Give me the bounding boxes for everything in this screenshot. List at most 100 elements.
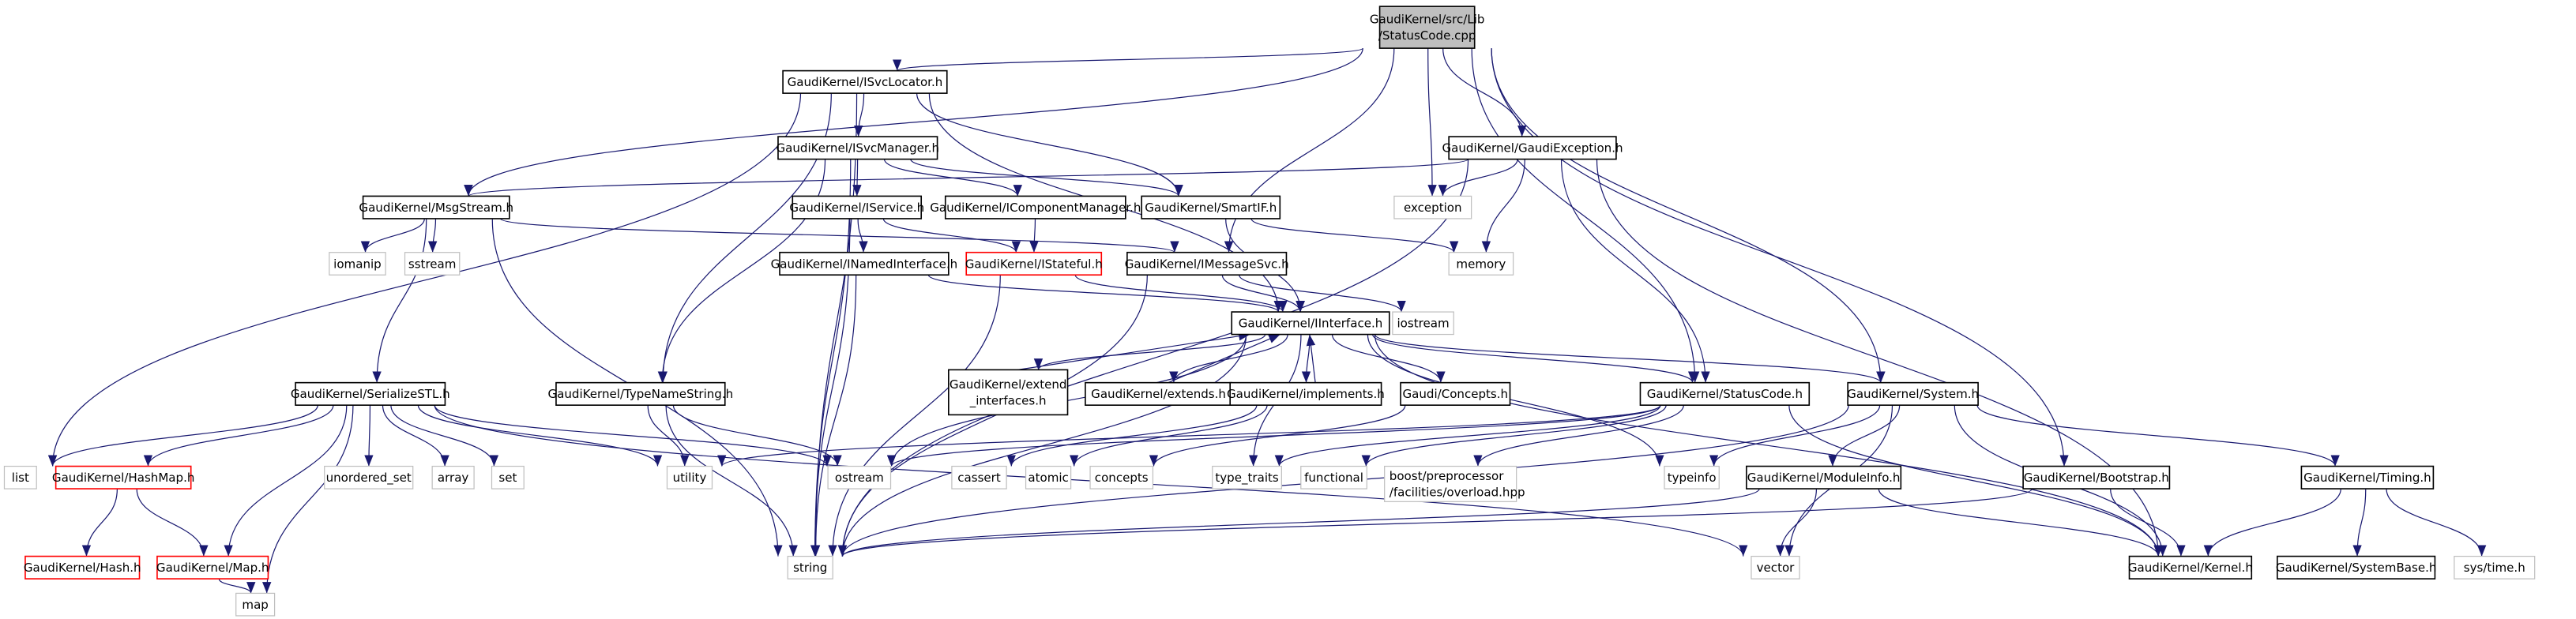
node-istateful[interactable]: GaudiKernel/IStateful.h xyxy=(965,251,1103,276)
edge-statuscode_h-to-utility xyxy=(717,404,1661,467)
node-typenamestring[interactable]: GaudiKernel/TypeNameString.h xyxy=(548,381,734,406)
node-string: string xyxy=(787,555,833,580)
node-box xyxy=(235,592,276,617)
node-box xyxy=(666,465,713,490)
node-iomanip: iomanip xyxy=(329,252,386,276)
edge-hashmap-to-map_h xyxy=(136,489,209,557)
node-box xyxy=(1141,195,1281,219)
node-kernel[interactable]: GaudiKernel/Kernel.h xyxy=(2128,555,2253,580)
node-iinterface[interactable]: GaudiKernel/IInterface.h xyxy=(1231,311,1390,336)
node-hashmap[interactable]: GaudiKernel/HashMap.h xyxy=(52,465,194,490)
edge-statuscode_h-to-type_traits xyxy=(1274,404,1661,467)
node-extend_interfaces[interactable]: GaudiKernel/extend_interfaces.h xyxy=(948,369,1069,416)
edge-msgstream-to-serializestl xyxy=(372,218,427,383)
node-vector: vector xyxy=(1751,555,1800,580)
node-box xyxy=(948,369,1069,416)
node-root[interactable]: GaudiKernel/src/Lib/StatusCode.cpp xyxy=(1370,6,1485,49)
node-label: memory xyxy=(1456,257,1506,271)
edge-system_h-to-typeinfo xyxy=(1709,405,1881,467)
node-label: string xyxy=(793,561,827,575)
node-icomponentmanager[interactable]: GaudiKernel/IComponentManager.h xyxy=(930,195,1141,219)
node-box xyxy=(431,465,475,490)
node-hash[interactable]: GaudiKernel/Hash.h xyxy=(24,555,141,580)
edge-timing-to-systime xyxy=(2386,489,2487,557)
edge-iservice-to-istateful xyxy=(882,218,1021,253)
node-box xyxy=(1751,555,1800,580)
edge-root-to-statuscode_h xyxy=(1471,48,1700,383)
edge-timing-to-kernel xyxy=(2203,489,2341,557)
node-gaudiexception[interactable]: GaudiKernel/GaudiException.h xyxy=(1442,136,1623,160)
node-box xyxy=(1085,381,1233,406)
node-map_h[interactable]: GaudiKernel/Map.h xyxy=(156,555,269,580)
node-box xyxy=(944,195,1126,219)
edge-extends-to-iinterface xyxy=(1168,334,1280,384)
edge-gaudiexception-to-kernel xyxy=(1596,159,2163,557)
node-inamedinterface[interactable]: GaudiKernel/INamedInterface.h xyxy=(771,251,958,276)
edge-inamedinterface-to-string xyxy=(810,275,857,557)
edge-root-to-exception xyxy=(1427,48,1437,197)
node-moduleinfo[interactable]: GaudiKernel/ModuleInfo.h xyxy=(1746,465,1902,490)
edge-gaudiexception-to-exception xyxy=(1438,159,1518,197)
node-memory: memory xyxy=(1448,252,1514,276)
node-isvcmanager[interactable]: GaudiKernel/ISvcManager.h xyxy=(776,136,939,160)
node-systembase[interactable]: GaudiKernel/SystemBase.h xyxy=(2276,555,2437,580)
edge-serializestl-to-set xyxy=(390,405,499,467)
node-box xyxy=(827,465,892,490)
node-timing[interactable]: GaudiKernel/Timing.h xyxy=(2300,465,2435,490)
node-extends[interactable]: GaudiKernel/extends.h xyxy=(1085,381,1233,406)
node-sstream: sstream xyxy=(404,252,461,276)
edge-system_h-to-timing xyxy=(1976,405,2340,467)
node-label: atomic xyxy=(1028,471,1068,485)
node-label: unordered_set xyxy=(326,471,412,486)
edge-map_h-to-map xyxy=(218,578,256,594)
edge-isvcmanager-to-iservice xyxy=(852,159,862,197)
node-implements[interactable]: GaudiKernel/implements.h xyxy=(1227,381,1385,406)
node-concepts_h[interactable]: Gaudi/Concepts.h xyxy=(1400,381,1511,406)
node-box xyxy=(1300,465,1367,490)
node-label: GaudiKernel/IMessageSvc.h xyxy=(1125,257,1289,271)
node-box xyxy=(295,381,446,406)
edge-implements-to-cassert xyxy=(1006,405,1258,467)
node-system_h[interactable]: GaudiKernel/System.h xyxy=(1847,381,1979,406)
edge-hashmap-to-hash xyxy=(81,489,118,557)
node-statuscode_h[interactable]: GaudiKernel/StatusCode.h xyxy=(1639,381,1811,406)
node-box xyxy=(24,555,141,580)
node-list: list xyxy=(3,465,37,490)
node-box xyxy=(1025,465,1072,490)
node-smartif[interactable]: GaudiKernel/SmartIF.h xyxy=(1141,195,1281,219)
node-label: iostream xyxy=(1397,317,1449,331)
node-iservice[interactable]: GaudiKernel/IService.h xyxy=(789,195,924,219)
edge-iinterface-to-kernel xyxy=(1374,334,2163,557)
node-isvclocator[interactable]: GaudiKernel/ISvcLocator.h xyxy=(782,69,948,94)
node-label: GaudiKernel/src/Lib xyxy=(1370,13,1485,27)
node-box xyxy=(1229,381,1382,406)
node-label: GaudiKernel/TypeNameString.h xyxy=(548,387,734,401)
edge-serializestl-to-list xyxy=(47,405,318,467)
node-label: GaudiKernel/IComponentManager.h xyxy=(930,201,1141,215)
node-bootstrap[interactable]: GaudiKernel/Bootstrap.h xyxy=(2022,465,2171,490)
node-msgstream[interactable]: GaudiKernel/MsgStream.h xyxy=(359,195,513,219)
edge-istateful-to-string xyxy=(828,275,1001,557)
edge-root-to-gaudiexception xyxy=(1442,48,1527,137)
node-label: GaudiKernel/GaudiException.h xyxy=(1442,141,1623,156)
edge-iservice-to-string xyxy=(810,218,851,557)
node-type_traits: type_traits xyxy=(1212,465,1282,490)
edge-gaudiexception-to-statuscode_h xyxy=(1560,159,1710,383)
node-label: GaudiKernel/Bootstrap.h xyxy=(2024,471,2169,485)
edge-serializestl-to-ostream xyxy=(434,404,832,467)
node-box xyxy=(404,252,461,276)
edge-iinterface-to-ostream xyxy=(886,334,1247,467)
node-utility: utility xyxy=(666,465,713,490)
node-label: map xyxy=(242,598,268,612)
node-imessagesvc[interactable]: GaudiKernel/IMessageSvc.h xyxy=(1125,251,1289,276)
node-unordered_set: unordered_set xyxy=(324,465,414,490)
edge-isvcmanager-to-string xyxy=(810,159,852,557)
node-serializestl[interactable]: GaudiKernel/SerializeSTL.h xyxy=(291,381,450,406)
edge-iinterface-to-implements xyxy=(1301,334,1311,383)
edge-msgstream-to-iomanip xyxy=(360,218,425,253)
node-label: GaudiKernel/StatusCode.h xyxy=(1647,387,1803,401)
node-boost: boost/preprocessor/facilities/overload.h… xyxy=(1384,465,1525,502)
node-label: GaudiKernel/ISvcLocator.h xyxy=(788,75,943,89)
node-systime: sys/time.h xyxy=(2454,555,2536,580)
